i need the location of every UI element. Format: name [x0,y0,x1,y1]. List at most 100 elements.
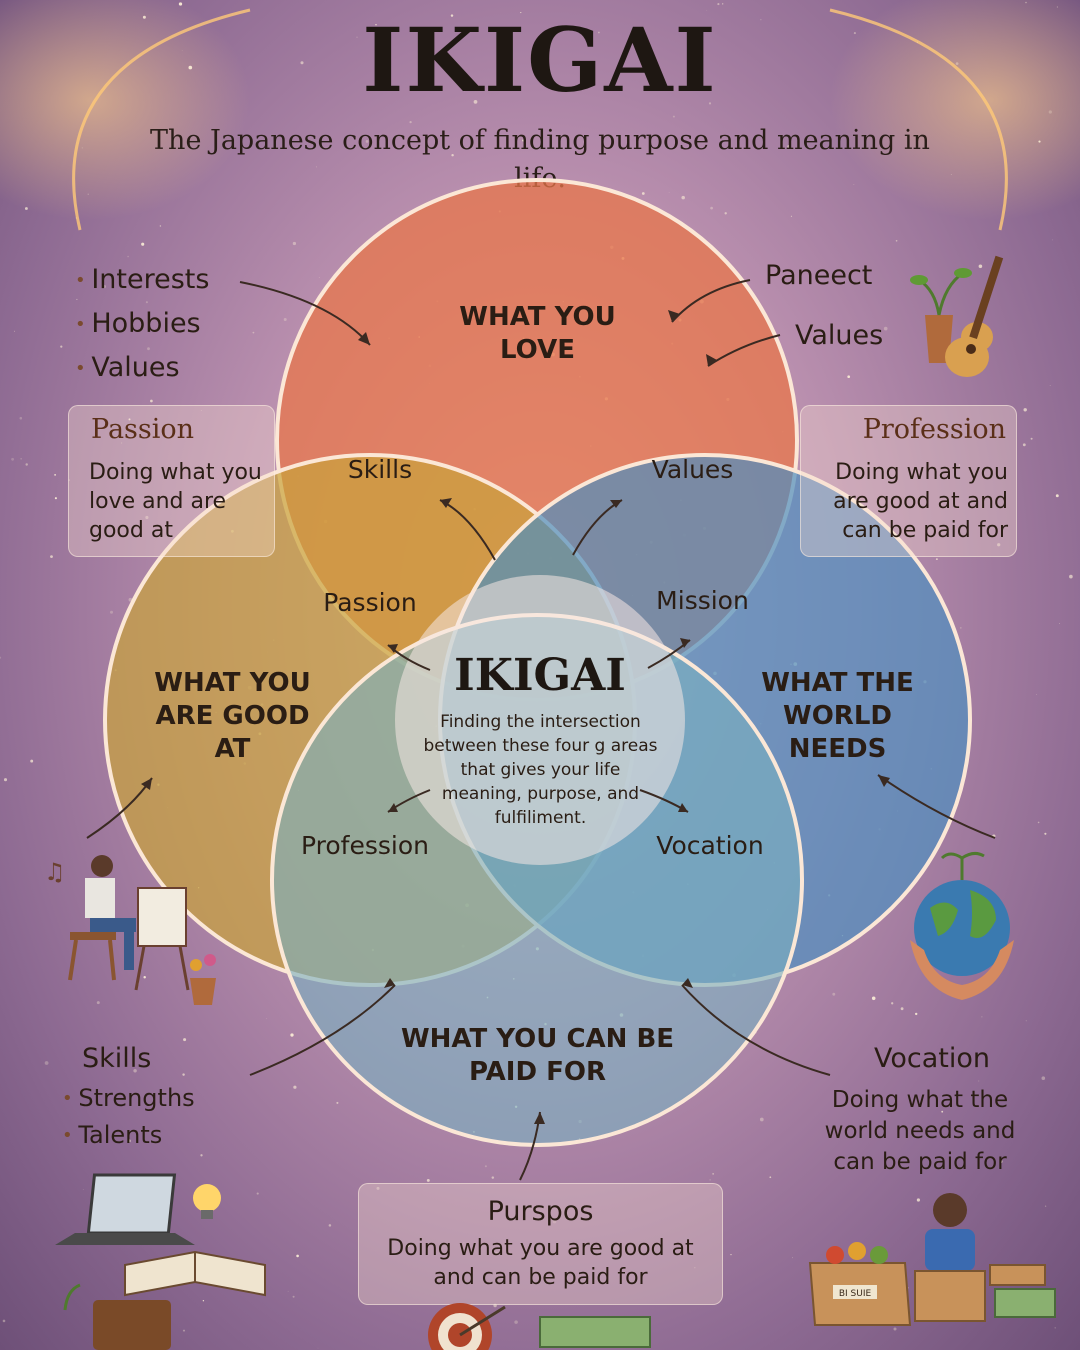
star-dot [202,1300,205,1302]
intersection-profession: Profession [301,831,429,860]
svg-text:♫: ♫ [44,858,66,886]
star-dot [463,90,465,92]
star-dot [917,41,918,43]
hands-icon [910,940,1014,1000]
star-dot [722,3,724,5]
star-dot [871,996,876,1001]
star-dot [1054,1327,1056,1329]
star-dot [569,1272,571,1274]
star-dot [710,206,713,210]
star-dot [1055,494,1059,498]
connector-arrows [86,279,996,1181]
profession-card: Profession Doing what you are good at an… [800,405,1017,557]
star-dot [292,241,297,246]
page-title: IKIGAI [362,8,718,112]
star-dot [54,474,56,476]
star-dot [141,242,145,246]
star-dot [3,778,8,782]
star-dot [328,1224,332,1227]
star-dot [159,225,162,227]
star-dot [375,23,377,26]
star-dot [318,276,320,278]
star-dot [1030,437,1033,440]
arrow-heads [141,310,890,1124]
star-dot [60,345,63,348]
purpose-card-text: Doing what you are good at and can be pa… [387,1236,694,1290]
star-dot [315,166,317,168]
star-dot [75,217,77,219]
passion-card-text: Doing what you love and are good at [89,460,262,543]
passion-card: Passion Doing what you love and are good… [68,405,275,557]
star-dot [20,458,22,460]
star-dot [832,992,836,996]
star-dot [520,12,522,14]
star-dot [958,464,961,466]
star-dot [1052,239,1054,241]
star-dot [681,195,685,200]
star-dot [406,1243,410,1247]
star-dot [895,239,898,242]
star-dot [142,15,146,19]
flower-pot-icon [190,978,216,1005]
list-item: Interests [75,258,209,302]
star-dot [44,1061,49,1065]
star-dot [1044,1205,1047,1207]
star-dot [182,1073,185,1076]
star-dot [552,1219,557,1224]
star-dot [1038,140,1041,143]
star-dot [183,1038,187,1042]
star-dot [336,1101,339,1104]
skills-list: Strengths Talents [62,1080,195,1154]
star-dot [1022,443,1026,447]
vocation-text: Doing what the world needs and can be pa… [824,1087,1016,1175]
star-dot [709,1179,711,1181]
center-title: IKIGAI [454,650,626,701]
star-dot [409,120,412,124]
star-dot [847,375,851,379]
star-dot [128,418,131,421]
star-dot [87,193,89,195]
label-what-you-love: WHAT YOU LOVE [459,302,616,365]
star-dot [978,264,983,269]
laptop-book-illustration [55,1173,266,1350]
star-dot [109,610,114,614]
money-stack-icon [994,1288,1056,1318]
star-dot [916,1198,920,1202]
target-icon [428,1303,506,1350]
lightbulb-icon [193,1184,221,1219]
star-dot [997,543,1001,547]
star-dot [694,1267,696,1269]
intersection-values: Values [651,455,734,484]
star-dot [300,61,304,65]
star-dot [1049,385,1051,386]
label-what-you-are-good-at: WHAT YOU ARE GOOD AT [154,668,311,764]
star-dot [24,207,28,210]
star-dot [150,399,153,403]
star-dot [0,656,2,659]
star-dot [668,192,670,193]
target-money-illustration [428,1303,651,1350]
star-dot [978,1080,980,1082]
star-dot [959,627,962,629]
star-dot [717,3,720,6]
box-label: BI SUIE [839,1289,872,1299]
star-dot [293,1085,297,1089]
star-dot [706,10,708,11]
intersection-passion: Passion [323,588,417,617]
guitar-icon [945,255,1004,377]
star-dot [769,1176,772,1179]
easel-canvas-icon [137,887,187,947]
star-dot [14,330,15,332]
star-dot [914,1012,918,1016]
star-dot [522,139,525,142]
star-dot [287,1290,289,1292]
briefcase-icon [93,1300,171,1350]
skills-title: Skills [82,1043,152,1074]
star-dot [1035,694,1037,695]
star-dot [484,1165,487,1168]
list-item: Talents [62,1117,195,1154]
star-dot [127,255,129,258]
star-dot [893,1327,897,1331]
money-stack-icon [539,1316,651,1348]
star-dot [290,1033,294,1037]
